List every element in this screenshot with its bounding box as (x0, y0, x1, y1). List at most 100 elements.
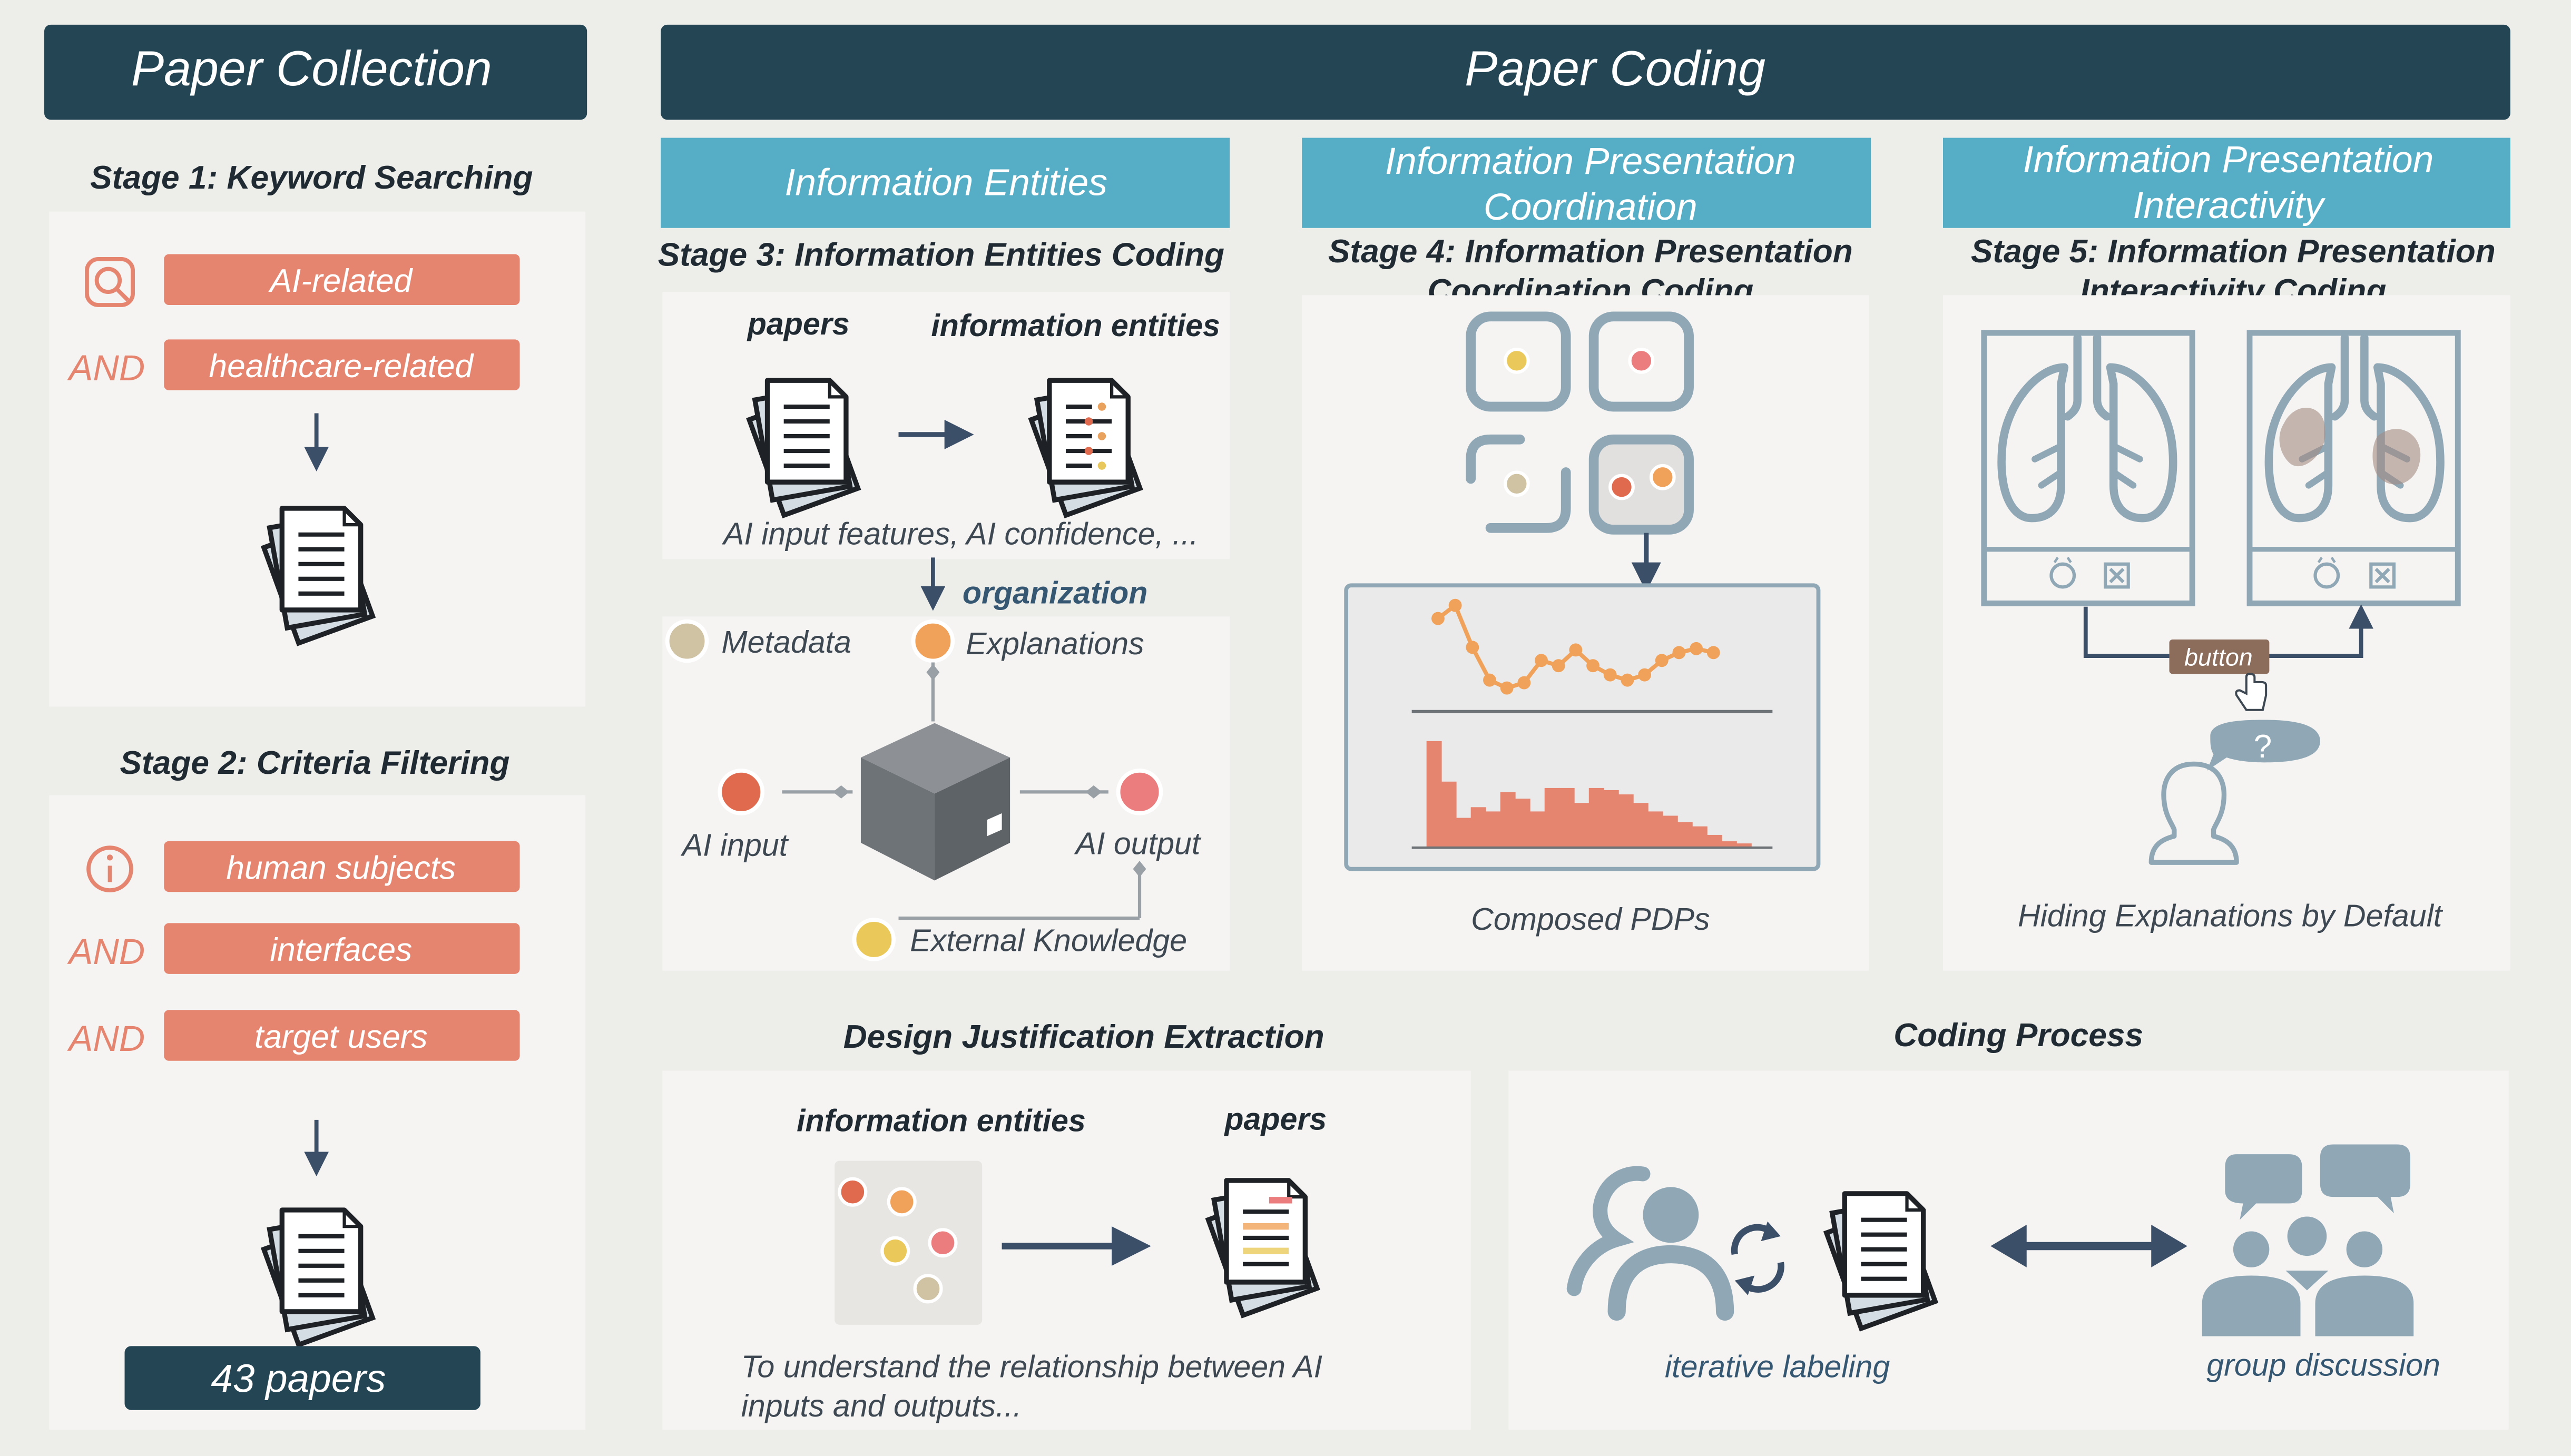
pdp-bar (1559, 788, 1575, 848)
tab-interactivity (1943, 137, 2510, 228)
entity-dot (887, 1187, 917, 1217)
pdp-bar (1426, 741, 1442, 848)
search-icon (85, 257, 135, 307)
pdp-bar (1470, 807, 1486, 848)
pdp-point (1586, 659, 1599, 673)
justification-entities-label: information entities (797, 1103, 1086, 1138)
entity-dot (838, 1177, 868, 1207)
pdp-bar (1529, 811, 1545, 848)
explanations-label: Explanations (966, 626, 1144, 661)
close-box-icon (2369, 562, 2396, 589)
pdp-histogram (1426, 741, 1752, 848)
pdp-point (1621, 673, 1634, 687)
pdp-bar (1485, 811, 1501, 848)
pdp-point (1500, 681, 1514, 695)
pdp-point (1483, 673, 1496, 687)
xray-panel-explained (2246, 330, 2461, 606)
pdp-bar (1706, 834, 1722, 848)
entity-dot (880, 1236, 910, 1266)
and-operator: AND (67, 931, 145, 972)
entity-dot (928, 1228, 958, 1258)
pdp-line-plot (1431, 598, 1720, 695)
entity-dot (913, 1274, 943, 1304)
and-operator: AND (67, 348, 145, 388)
entity-cluster (835, 1160, 983, 1325)
and-operator: AND (67, 1018, 145, 1059)
coding-process-title: Coding Process (1893, 1017, 2143, 1054)
ai-output-dot (1116, 769, 1163, 815)
group-discussion-icon (2202, 1144, 2414, 1336)
connector-diamond (926, 664, 940, 681)
justification-card (662, 1070, 1471, 1430)
pdp-bar (1721, 841, 1737, 848)
pdp-point (1431, 612, 1445, 625)
metadata-label: Metadata (721, 624, 851, 660)
connector-diamond (833, 785, 850, 799)
keyword-healthcare-related (164, 339, 520, 390)
tab-coordination (1302, 137, 1871, 228)
stage5-title-1: Stage 5: Information Presentation (1971, 233, 2496, 270)
paper-coding-header (661, 24, 2510, 120)
face-icon (2049, 557, 2076, 589)
ai-output-label: AI output (1074, 826, 1202, 861)
view-grid-icon (1466, 311, 1694, 535)
information-entities-label: information entities (931, 308, 1220, 343)
toggle-button[interactable] (2169, 639, 2270, 674)
stage5-card (1943, 295, 2510, 971)
xray-panel-default (1981, 330, 2195, 606)
pdp-point (1690, 642, 1703, 655)
annotated-papers-icon (1031, 380, 1140, 515)
result-badge (124, 1346, 480, 1410)
stage3-title: Stage 3: Information Entities Coding (658, 237, 1224, 273)
pdp-bar (1603, 790, 1619, 848)
criteria-interfaces (164, 923, 520, 974)
pdp-bar (1515, 799, 1530, 848)
tab-interactivity-label-1: Information Presentation (2023, 139, 2434, 181)
hiding-explanations-caption: Hiding Explanations by Default (2018, 898, 2444, 933)
organization-label: organization (963, 575, 1147, 610)
pdp-bar (1662, 815, 1678, 848)
pdp-point (1466, 641, 1479, 654)
paper-collection-title: Paper Collection (131, 41, 492, 96)
metadata-dot (665, 619, 709, 663)
explanations-dot (911, 619, 955, 663)
double-arrow (1990, 1225, 2187, 1267)
tab-coordination-label-2: Coordination (1484, 186, 1697, 228)
pdp-bar (1633, 803, 1648, 848)
pdp-point (1706, 646, 1720, 660)
pdp-bar (1588, 788, 1604, 848)
pdp-bar (1677, 822, 1693, 848)
ai-input-dot (718, 769, 765, 815)
paper-collection-header (44, 24, 587, 120)
justification-papers-label: papers (1223, 1101, 1327, 1137)
pdp-bar (1647, 811, 1663, 848)
keyword-ai-related (164, 254, 520, 306)
entity-examples: AI input features, AI confidence, ... (722, 516, 1199, 551)
pdp-bar (1456, 818, 1471, 848)
pdp-point (1517, 676, 1531, 690)
stage2-title: Stage 2: Criteria Filtering (120, 745, 510, 781)
keyword-healthcare-related-label: healthcare-related (209, 348, 475, 385)
criteria-human-subjects-label: human subjects (226, 850, 456, 886)
pdp-bar (1574, 803, 1589, 848)
coders-icon (1566, 1166, 1734, 1321)
criteria-target-users-label: target users (254, 1019, 428, 1055)
external-knowledge-label: External Knowledge (910, 922, 1187, 958)
pdp-point (1448, 598, 1462, 612)
question-mark: ? (2254, 729, 2272, 765)
ai-model-cube-icon (860, 723, 1010, 881)
face-icon (2313, 557, 2340, 589)
pdp-point (1603, 668, 1617, 682)
pdp-point (1655, 654, 1669, 667)
composed-pdps-caption: Composed PDPs (1471, 901, 1710, 937)
external-knowledge-dot (852, 918, 896, 961)
result-count: 43 papers (211, 1356, 386, 1400)
pdp-bar (1692, 826, 1708, 848)
pdp-point (1569, 643, 1583, 657)
refresh-icon (1731, 1221, 1784, 1295)
group-discussion-label: group discussion (2206, 1347, 2440, 1382)
pdp-bar (1736, 843, 1752, 848)
pdp-point (1552, 659, 1565, 673)
speech-bubble-icon (2207, 720, 2320, 771)
